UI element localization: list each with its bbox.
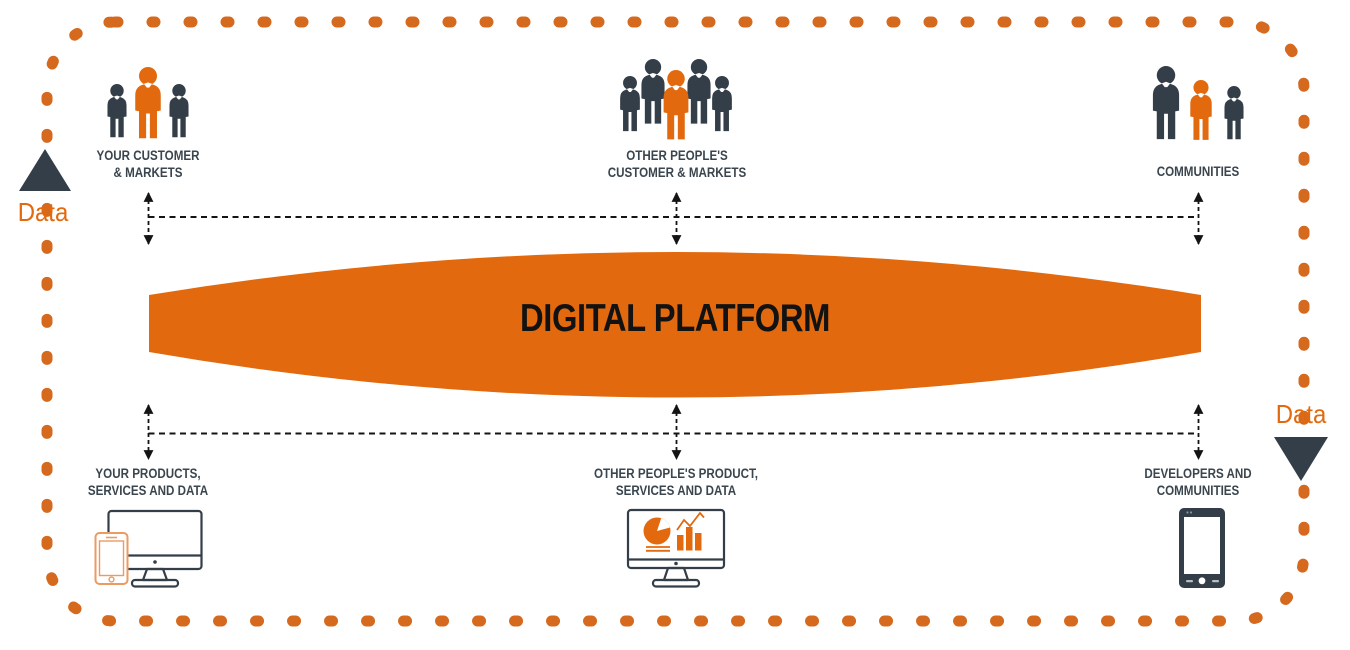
data-in-triangle-icon: [19, 149, 71, 191]
label-line: OTHER PEOPLE'S: [626, 148, 728, 163]
label-line: COMMUNITIES: [1156, 164, 1240, 179]
label-line: YOUR CUSTOMER: [96, 148, 200, 163]
label-line: OTHER PEOPLE'S PRODUCT,: [593, 466, 759, 481]
people-group-icon: [107, 67, 189, 139]
data-out-triangle-icon: [1274, 437, 1328, 481]
community-people-icon: [1152, 66, 1244, 140]
analytics-monitor-icon: [626, 508, 726, 588]
label-other-peoples-product-services-data: OTHER PEOPLE'S PRODUCT, SERVICES AND DAT…: [581, 466, 770, 499]
label-your-customer-markets: YOUR CUSTOMER & MARKETS: [53, 148, 242, 181]
crowd-icon: [620, 59, 732, 140]
data-label-right: Data: [1275, 399, 1327, 429]
label-communities: COMMUNITIES: [1103, 164, 1292, 181]
label-developers-communities: DEVELOPERS AND COMMUNITIES: [1103, 466, 1292, 499]
label-line: YOUR PRODUCTS,: [95, 466, 201, 481]
desktop-and-phone-icon: [94, 509, 203, 588]
bar-chart-icon: [676, 511, 705, 551]
tablet-icon: [1179, 508, 1225, 588]
label-line: CUSTOMER & MARKETS: [607, 164, 747, 180]
platform-title: DIGITAL PLATFORM: [520, 297, 830, 340]
label-line: SERVICES AND DATA: [87, 482, 209, 498]
label-line: & MARKETS: [113, 164, 183, 180]
label-line: DEVELOPERS AND: [1144, 466, 1252, 481]
pie-chart-icon: [643, 517, 671, 552]
data-label-left: Data: [17, 197, 69, 227]
label-line: COMMUNITIES: [1156, 482, 1240, 498]
dotted-border: [41, 16, 1310, 627]
label-other-peoples-customer-markets: OTHER PEOPLE'S CUSTOMER & MARKETS: [582, 148, 771, 181]
digital-platform-lens: [149, 252, 1201, 398]
label-line: SERVICES AND DATA: [615, 482, 737, 498]
label-your-products-services-data: YOUR PRODUCTS, SERVICES AND DATA: [53, 466, 242, 499]
